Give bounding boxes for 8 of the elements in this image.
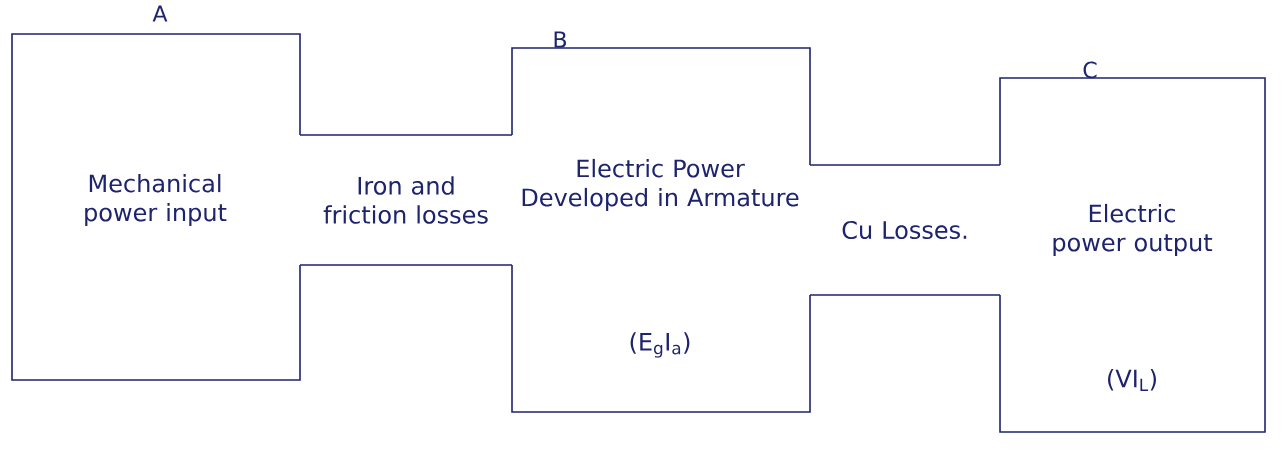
power-box: Electric power output (VI$_{L}$) <box>999 77 1266 433</box>
loss-channel: Iron and friction losses <box>299 134 513 266</box>
box-letter: B <box>554 31 566 48</box>
box-letter: A <box>152 5 168 22</box>
power-box: Electric Power Developed in Armature (E$_{g}$I$_{a}$) <box>511 47 811 413</box>
power-box: Mechanical power input <box>11 33 301 381</box>
box-letter: C <box>1083 61 1097 79</box>
loss-channel: Cu Losses. <box>809 164 1001 296</box>
